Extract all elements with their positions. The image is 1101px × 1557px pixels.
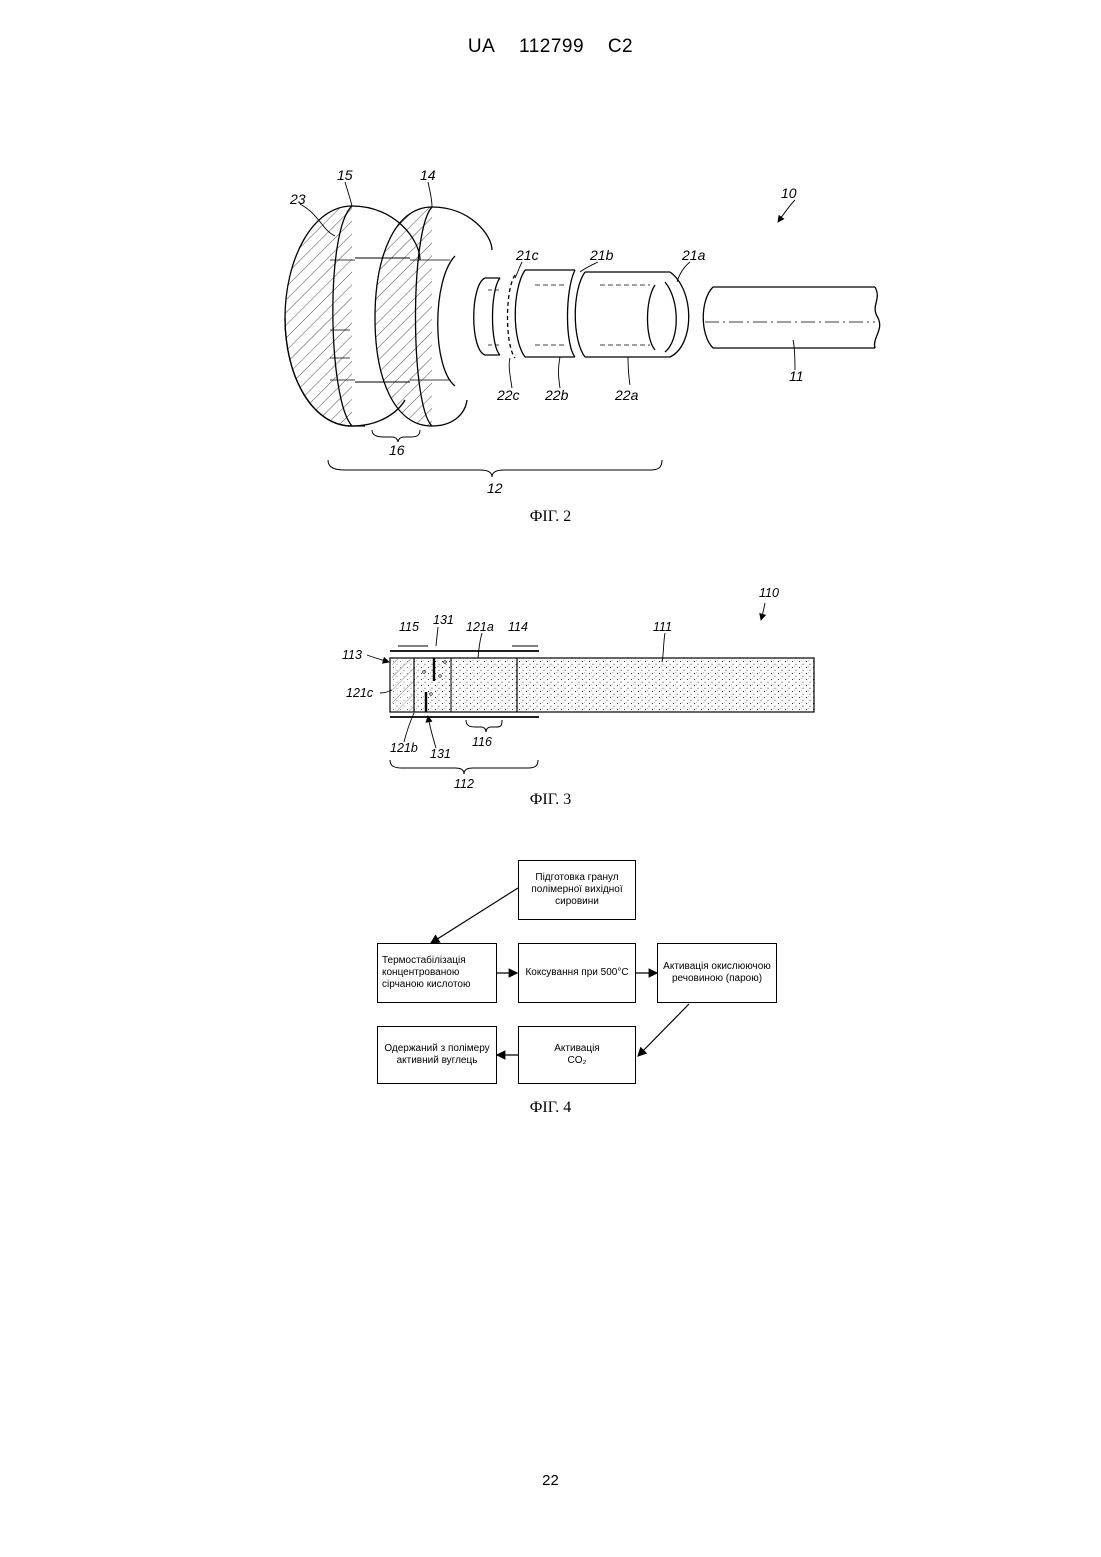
flow-box-thermo-text: Термостабілізація концентрованою сірчано… bbox=[382, 955, 492, 991]
label-121c: 121c bbox=[346, 686, 374, 700]
label-22b: 22b bbox=[544, 387, 569, 403]
flow-box-co2-line1: Активація bbox=[554, 1043, 599, 1055]
label-113: 113 bbox=[342, 648, 362, 662]
fig2-labels: 23 15 14 10 21c 21b 21a 22c 22b 22a 11 1… bbox=[289, 167, 804, 496]
label-114: 114 bbox=[508, 620, 528, 634]
label-112: 112 bbox=[454, 777, 474, 791]
label-21c: 21c bbox=[515, 247, 539, 263]
fig4-caption: ФІГ. 4 bbox=[0, 1099, 1101, 1117]
flow-box-result-text: Одержаний з полімеру активний вуглець bbox=[382, 1043, 492, 1067]
label-116: 116 bbox=[472, 735, 492, 749]
label-131-top: 131 bbox=[433, 613, 454, 627]
label-121b: 121b bbox=[390, 741, 418, 755]
flow-box-co2-line2: CO₂ bbox=[568, 1055, 587, 1067]
label-16: 16 bbox=[389, 442, 405, 458]
label-22c: 22c bbox=[496, 387, 520, 403]
label-10: 10 bbox=[781, 185, 797, 201]
label-22a: 22a bbox=[614, 387, 639, 403]
flow-box-co2: Активація CO₂ bbox=[518, 1026, 636, 1084]
flow-box-result: Одержаний з полімеру активний вуглець bbox=[377, 1026, 497, 1084]
flow-box-prep: Підготовка гранул полімерної вихідної си… bbox=[518, 860, 636, 920]
ring-14 bbox=[375, 207, 492, 426]
fig2-drawing bbox=[285, 182, 880, 477]
label-121a: 121a bbox=[466, 620, 494, 634]
label-14: 14 bbox=[420, 167, 436, 183]
label-15: 15 bbox=[337, 167, 353, 183]
flow-box-coking: Коксування при 500°C bbox=[518, 943, 636, 1003]
label-111: 111 bbox=[653, 620, 672, 634]
flow-box-coking-text: Коксування при 500°C bbox=[525, 967, 628, 979]
label-21b: 21b bbox=[589, 247, 614, 263]
label-110: 110 bbox=[759, 586, 779, 600]
rod-11 bbox=[703, 287, 879, 348]
fig2-caption: ФІГ. 2 bbox=[0, 508, 1101, 526]
label-21a: 21a bbox=[681, 247, 706, 263]
fig3-caption: ФІГ. 3 bbox=[0, 791, 1101, 809]
flow-box-steam: Активація окислюючою речовиною (парою) bbox=[657, 943, 777, 1003]
flow-box-thermo: Термостабілізація концентрованою сірчано… bbox=[377, 943, 497, 1003]
label-115: 115 bbox=[399, 620, 419, 634]
flow-box-prep-text: Підготовка гранул полімерної вихідної си… bbox=[523, 872, 631, 908]
label-131-bottom: 131 bbox=[430, 747, 451, 761]
sleeve-stack bbox=[474, 270, 689, 358]
page-number: 22 bbox=[0, 1472, 1101, 1489]
label-11: 11 bbox=[789, 368, 804, 384]
label-12: 12 bbox=[487, 480, 503, 496]
label-23: 23 bbox=[289, 191, 306, 207]
flow-box-steam-text: Активація окислюючою речовиною (парою) bbox=[662, 961, 772, 985]
